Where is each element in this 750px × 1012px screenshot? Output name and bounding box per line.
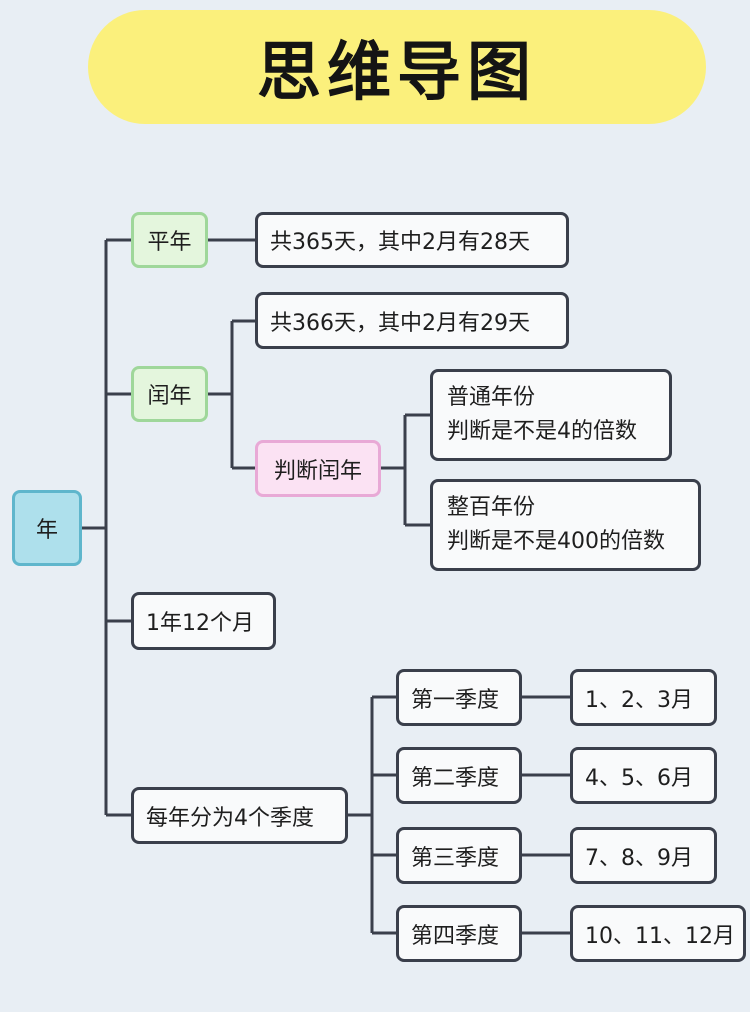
node-quarter-2-months: 4、5、6月 bbox=[570, 747, 717, 804]
node-quarter-3: 第三季度 bbox=[396, 827, 522, 884]
rule-ordinary-title: 普通年份 bbox=[447, 385, 536, 410]
root-node-year: 年 bbox=[12, 490, 82, 566]
node-quarter-1-months: 1、2、3月 bbox=[570, 669, 717, 726]
node-quarter-1: 第一季度 bbox=[396, 669, 522, 726]
title-banner: 思维导图 bbox=[88, 10, 706, 124]
page-title: 思维导图 bbox=[257, 36, 537, 110]
node-four-quarters: 每年分为4个季度 bbox=[131, 787, 348, 844]
rule-ordinary-text: 判断是不是4的倍数 bbox=[447, 419, 637, 444]
node-twelve-months: 1年12个月 bbox=[131, 592, 276, 650]
node-quarter-4-months: 10、11、12月 bbox=[570, 905, 746, 962]
node-quarter-2: 第二季度 bbox=[396, 747, 522, 804]
node-rule-century-year: 整百年份 判断是不是400的倍数 bbox=[430, 479, 701, 571]
node-leap-year-detail: 共366天，其中2月有29天 bbox=[255, 292, 569, 349]
node-common-year: 平年 bbox=[131, 212, 208, 268]
node-common-year-detail: 共365天，其中2月有28天 bbox=[255, 212, 569, 268]
node-quarter-3-months: 7、8、9月 bbox=[570, 827, 717, 884]
rule-century-text: 判断是不是400的倍数 bbox=[447, 529, 665, 554]
rule-century-title: 整百年份 bbox=[447, 495, 536, 520]
node-leap-year: 闰年 bbox=[131, 366, 208, 422]
node-rule-ordinary-year: 普通年份 判断是不是4的倍数 bbox=[430, 369, 672, 461]
node-quarter-4: 第四季度 bbox=[396, 905, 522, 962]
node-judge-leap-year: 判断闰年 bbox=[255, 440, 381, 497]
